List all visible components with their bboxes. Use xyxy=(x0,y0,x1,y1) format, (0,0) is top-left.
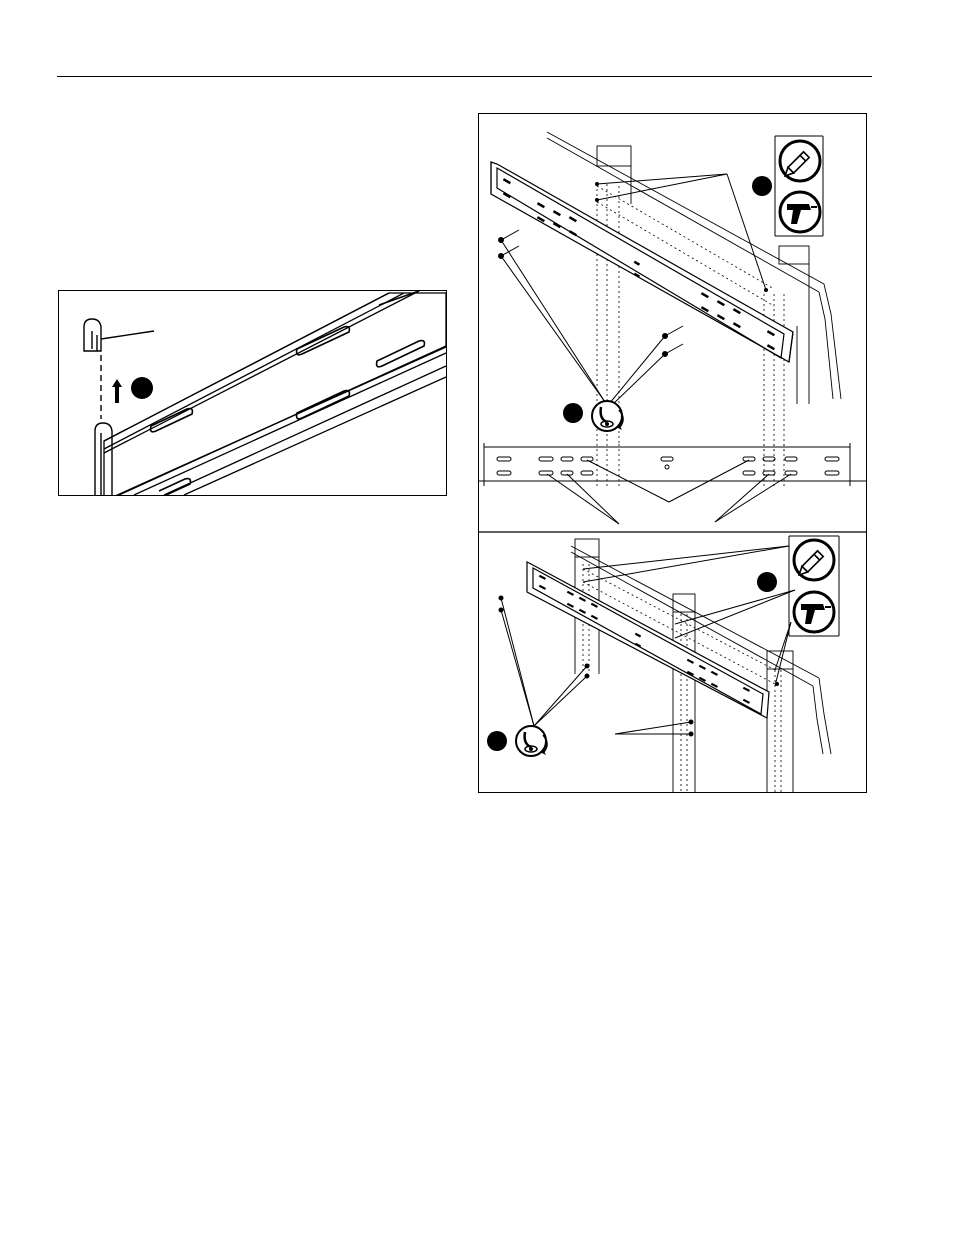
header-rule xyxy=(57,76,872,77)
lift-arrow-icon xyxy=(112,379,122,403)
end-cap-figure xyxy=(58,290,447,496)
pencil-icon xyxy=(794,540,834,580)
end-cap xyxy=(84,319,154,351)
elevation-slots xyxy=(497,457,839,475)
wall-plate-rail xyxy=(104,291,446,495)
drill-icon xyxy=(780,192,820,232)
leader-lines-elevation xyxy=(547,460,791,524)
step-marker xyxy=(131,377,153,399)
stud-mount-illustration xyxy=(479,114,866,792)
end-cap-illustration xyxy=(59,291,446,495)
lag-screws-left-top xyxy=(499,230,520,259)
pencil-icon xyxy=(780,141,820,181)
lag-screws-right-top xyxy=(663,326,684,357)
step-marker xyxy=(752,176,772,196)
stud-mount-figure xyxy=(478,113,867,793)
step-marker xyxy=(757,572,777,592)
plate-slots xyxy=(151,291,425,495)
wrench-screw-icon xyxy=(487,726,547,756)
stud-guides-bottom xyxy=(583,564,781,792)
wall-plate-bottom xyxy=(527,562,769,718)
lag-screws-bottom xyxy=(499,596,779,736)
drill-icon xyxy=(794,592,834,632)
wall-plate-elevation xyxy=(479,443,866,486)
wrench-screw-icon xyxy=(563,401,623,431)
